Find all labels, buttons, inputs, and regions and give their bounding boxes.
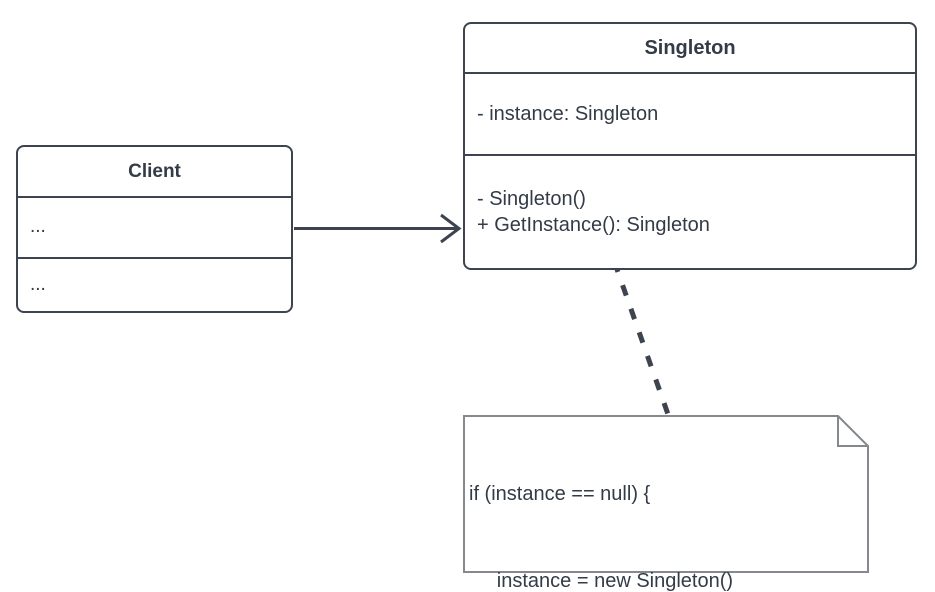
singleton-attribute-row: - instance: Singleton: [477, 103, 659, 125]
note-fold-icon: [837, 416, 868, 447]
client-attribute-row: ...: [30, 216, 46, 238]
client-attributes-compartment: ...: [18, 198, 291, 257]
note-text-block: if (instance == null) { instance = new S…: [469, 422, 863, 592]
client-class-name: Client: [18, 147, 291, 198]
connector-client-to-singleton[interactable]: [294, 213, 462, 244]
uml-class-client[interactable]: Client ... ...: [16, 145, 293, 313]
uml-note-code[interactable]: if (instance == null) { instance = new S…: [463, 415, 869, 592]
note-line-2: instance = new Singleton(): [469, 570, 734, 592]
open-arrowhead-icon: [440, 213, 462, 244]
singleton-class-name: Singleton: [465, 24, 915, 74]
uml-class-singleton[interactable]: Singleton - instance: Singleton - Single…: [463, 22, 917, 270]
singleton-operations-compartment: - Singleton() + GetInstance(): Singleton: [465, 154, 915, 268]
singleton-operation-row-constructor: - Singleton(): [477, 188, 586, 210]
client-operation-row: ...: [30, 273, 46, 295]
client-operations-compartment: ...: [18, 257, 291, 311]
singleton-operation-row-getinstance: + GetInstance(): Singleton: [477, 214, 710, 236]
note-shape: [463, 415, 869, 573]
singleton-attributes-compartment: - instance: Singleton: [465, 74, 915, 154]
note-line-1: if (instance == null) {: [469, 483, 651, 505]
